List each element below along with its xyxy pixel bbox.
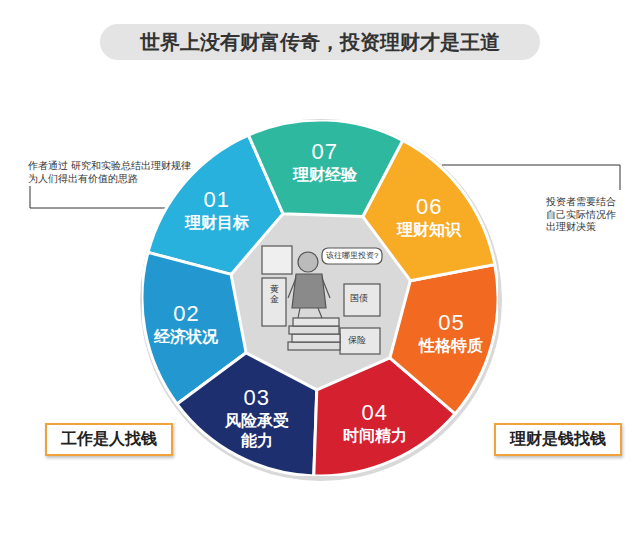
wheel-segment: 01理财目标: [142, 120, 498, 476]
segment-title: 理财目标: [182, 213, 252, 233]
segment-shape: [142, 120, 498, 476]
segment-title: 时间精力: [340, 426, 410, 446]
segment-fill: [177, 353, 317, 476]
segment-title: 经济状况: [151, 327, 221, 347]
segment-label: 01理财目标: [182, 187, 252, 233]
investor-sketch: [262, 246, 382, 354]
callout-number: 04: [340, 400, 410, 426]
segment-title: 性格特质: [416, 336, 486, 356]
segment-label: 03风险承受能力: [222, 385, 292, 451]
segment-title: 理财知识: [394, 220, 464, 240]
slogan-box: 工作是人找钱: [45, 423, 173, 456]
segment-shape: [142, 120, 498, 476]
leader-line: [442, 165, 620, 190]
segment-label: 04时间精力: [340, 400, 410, 446]
book-sketch: [293, 318, 339, 326]
segment-fill: [314, 358, 455, 476]
arm-sketch: [322, 278, 330, 298]
callout-number: 02: [151, 301, 221, 327]
title-banner: 世界上没有财富传奇，投资理财才是王道: [100, 24, 540, 60]
callout-number: 05: [416, 310, 486, 336]
segment-fill: [148, 135, 283, 274]
callout-number: 07: [290, 139, 360, 165]
arm-sketch: [288, 278, 296, 298]
segment-fill: [363, 140, 495, 280]
segment-label: 02经济状况: [151, 301, 221, 347]
sketch-label: 国债: [350, 293, 368, 304]
wheel-segment: 04时间精力: [142, 120, 498, 476]
segment-title: 理财经验: [290, 165, 360, 185]
segment-fill: [142, 252, 246, 404]
callout-number: 06: [394, 194, 464, 220]
box-sketch: [262, 246, 292, 274]
callout-number: 01: [182, 187, 252, 213]
leg-sketch: [318, 308, 322, 318]
wheel-segment: 03风险承受能力: [142, 120, 498, 476]
segment-shape: [142, 120, 498, 476]
segment-label: 07理财经验: [290, 139, 360, 185]
segment-title: 风险承受能力: [222, 411, 292, 451]
segment-shape: [142, 120, 498, 476]
wheel-shadow: [140, 119, 502, 481]
title-text: 世界上没有财富传奇，投资理财才是王道: [140, 31, 500, 53]
head-sketch: [298, 252, 318, 272]
box-sketch: [344, 284, 380, 316]
callout-number: 03: [222, 385, 292, 411]
sketch-label: 该往哪里投资?: [326, 251, 378, 261]
body-sketch: [292, 274, 326, 308]
box-sketch: [262, 278, 286, 326]
wheel-segment: 05性格特质: [142, 120, 498, 476]
speech-bubble: [322, 248, 382, 264]
sketch-label: 保险: [348, 335, 366, 346]
box-sketch: [340, 328, 380, 354]
note-text: 作者通过 研究和实验总结出理财规律为人们得出有价值的思路: [28, 160, 200, 185]
sketch-label: 黄金: [270, 285, 279, 305]
segment-shape: [142, 120, 498, 476]
book-sketch: [292, 334, 340, 342]
segment-shape: [142, 120, 498, 476]
leg-sketch: [298, 308, 300, 318]
note-text: 投资者需要结合自己实际情况作出理财决策: [546, 196, 620, 234]
slogan-box: 理财是钱找钱: [494, 423, 622, 456]
wheel-segment: 07理财经验: [142, 120, 498, 476]
segment-shape: [142, 120, 498, 476]
leader-line: [30, 186, 170, 208]
segment-label: 05性格特质: [416, 310, 486, 356]
segment-label: 06理财知识: [394, 194, 464, 240]
wheel-segment: 02经济状况: [142, 120, 498, 476]
book-sketch: [288, 342, 340, 350]
segment-fill: [390, 264, 498, 413]
book-sketch: [289, 326, 339, 334]
slogan-text: 工作是人找钱: [61, 429, 157, 450]
segment-fill: [248, 120, 402, 217]
wheel-segment: 06理财知识: [142, 120, 498, 476]
slogan-text: 理财是钱找钱: [510, 429, 606, 450]
